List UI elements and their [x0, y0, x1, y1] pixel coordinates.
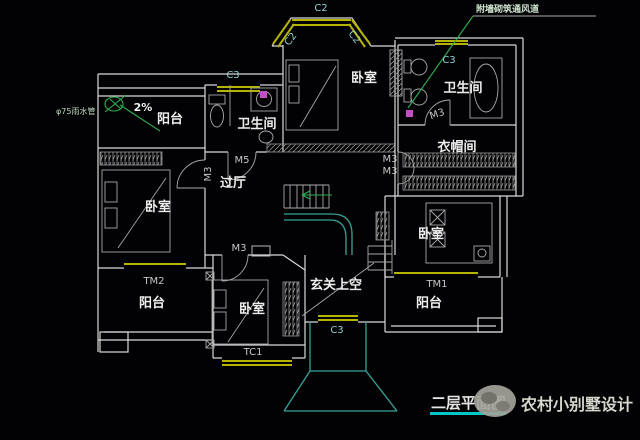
tag-c3-bottom: C3: [330, 325, 343, 336]
watermark-row: 二层平面图 农村小别墅设计: [430, 385, 633, 417]
room-label-bedroom-right: 卧室: [418, 226, 444, 242]
bathroom-left-fixtures: [208, 85, 278, 144]
brand-text: 农村小别墅设计: [520, 395, 633, 414]
room-labels: 卧室 卫生间 卫生间 衣帽间 过厅 卧室 卧室 卧室 玄关上空 阳台 阳台 阳台: [139, 70, 483, 317]
sink: [258, 130, 274, 144]
rain-pipe-text: φ75雨水管: [56, 106, 95, 116]
logo-watermark-blob: [474, 385, 516, 417]
tag-tm2: TM2: [142, 276, 164, 287]
tag-tm1: TM1: [425, 279, 447, 290]
bed-top-bedroom: [285, 59, 339, 131]
wardrobes: [99, 151, 516, 337]
void-diagonal-line: [301, 262, 375, 317]
slope-annotation: 2%: [119, 101, 161, 132]
vent-note-text: 附墙砌筑通风道: [476, 3, 539, 15]
tag-m5-hall: M5: [235, 155, 250, 166]
bathroom-right-fixtures: [389, 49, 503, 119]
vent-note-annotation: 附墙砌筑通风道: [407, 3, 596, 109]
plan-title-underline: [430, 412, 506, 415]
room-label-balcony-bottomright: 阳台: [416, 295, 442, 311]
room-label-void: 玄关上空: [310, 277, 362, 293]
opening-tags: C2 C2 C2 C3 C3 C3 M5 M3 M3 M3 M3 M3 TM1 …: [142, 3, 455, 358]
hall-shaft: [251, 245, 271, 257]
stair-direction-arrow: [301, 190, 332, 200]
room-label-bath-left: 卫生间: [237, 116, 276, 132]
tag-c3-topright: C3: [442, 55, 455, 66]
slope-text: 2%: [134, 101, 153, 114]
vent-duct: [389, 49, 403, 97]
tag-m3-bath-right: M3: [428, 107, 446, 122]
column-symbols: [205, 271, 215, 349]
toilet-tank: [208, 94, 226, 105]
washing-machine: [250, 87, 278, 112]
room-label-hall: 过厅: [220, 175, 246, 191]
tag-m3-cloak-b: M3: [383, 166, 398, 177]
window-sills: [124, 19, 478, 366]
tag-tc1: TC1: [243, 347, 263, 358]
tag-c2-left: C2: [283, 31, 300, 48]
stair-shaft: [375, 211, 390, 241]
room-label-bath-right: 卫生间: [443, 80, 482, 96]
toilet-bowl: [410, 58, 428, 76]
room-label-cloakroom: 衣帽间: [437, 139, 476, 155]
bed-bottom-bedroom: [211, 279, 269, 345]
tag-m3-bottom-bedroom: M3: [232, 243, 247, 254]
bathtub: [469, 57, 503, 119]
stair-railing: [284, 213, 353, 255]
room-label-bedroom-left: 卧室: [145, 199, 171, 215]
room-label-bedroom-top: 卧室: [351, 70, 377, 86]
room-label-balcony-topleft: 阳台: [157, 111, 183, 127]
toilet-bowl: [210, 104, 224, 128]
fixture-marker: [406, 110, 413, 117]
fixture-marker: [260, 91, 267, 98]
tag-c2-top: C2: [314, 3, 327, 14]
bed-right-bedroom: [425, 202, 493, 264]
vent-note-leader: [407, 15, 474, 109]
room-label-balcony-bottomleft: 阳台: [139, 295, 165, 311]
rain-pipe-annotation: φ75雨水管: [56, 94, 127, 116]
toilet-bowl: [410, 88, 428, 106]
tag-m3-left-bedroom: M3: [203, 167, 214, 182]
bed-left-bedroom: [101, 169, 171, 253]
room-label-bedroom-bottom: 卧室: [239, 301, 265, 317]
staircase: [283, 184, 393, 274]
exterior-walls: [97, 17, 524, 353]
wall-hatch-strip: [266, 143, 396, 153]
porch-roof: [283, 322, 398, 412]
tag-c3-topleft: C3: [226, 70, 239, 81]
tag-m3-cloak-a: M3: [383, 154, 398, 165]
